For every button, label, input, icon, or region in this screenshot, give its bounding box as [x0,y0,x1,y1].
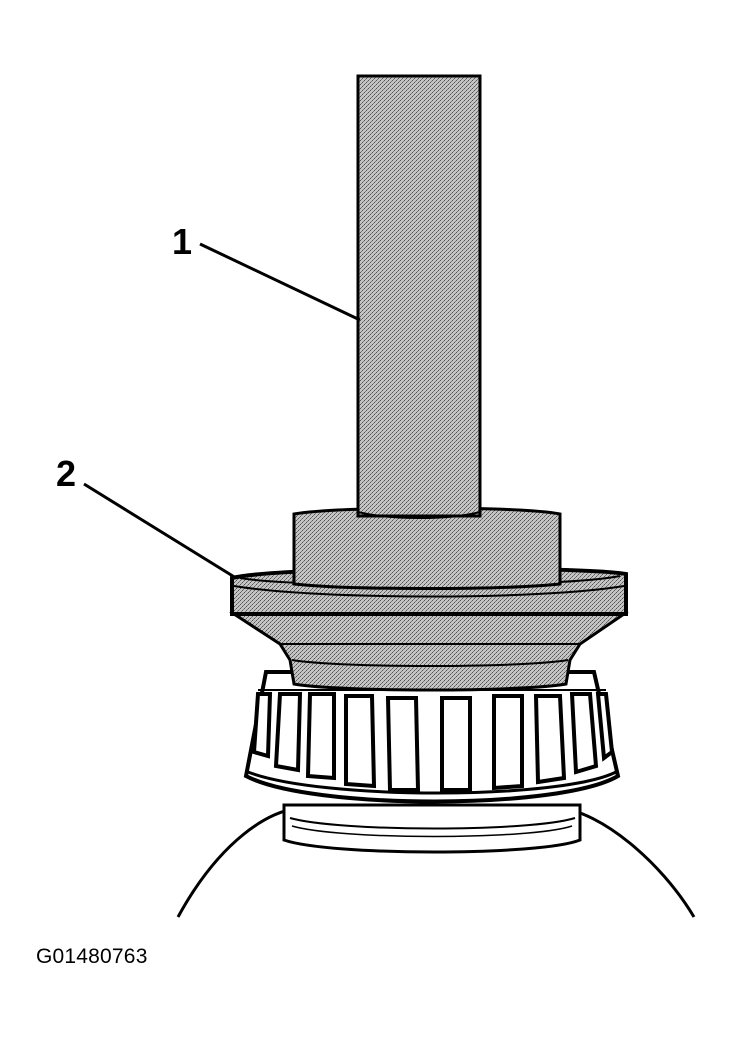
callout-1-leader [199,242,361,322]
callout-number-2: 2 [56,453,77,494]
figure-id-label: G01480763 [36,945,148,968]
callout-2-leader [83,482,237,580]
bearing-installer-body [228,612,629,692]
bearing-rollers [251,692,615,792]
installer-boss [292,506,562,590]
callout-number-1: 1 [172,221,193,262]
driver-handle [356,74,482,518]
spindle-shoulder [282,803,582,854]
